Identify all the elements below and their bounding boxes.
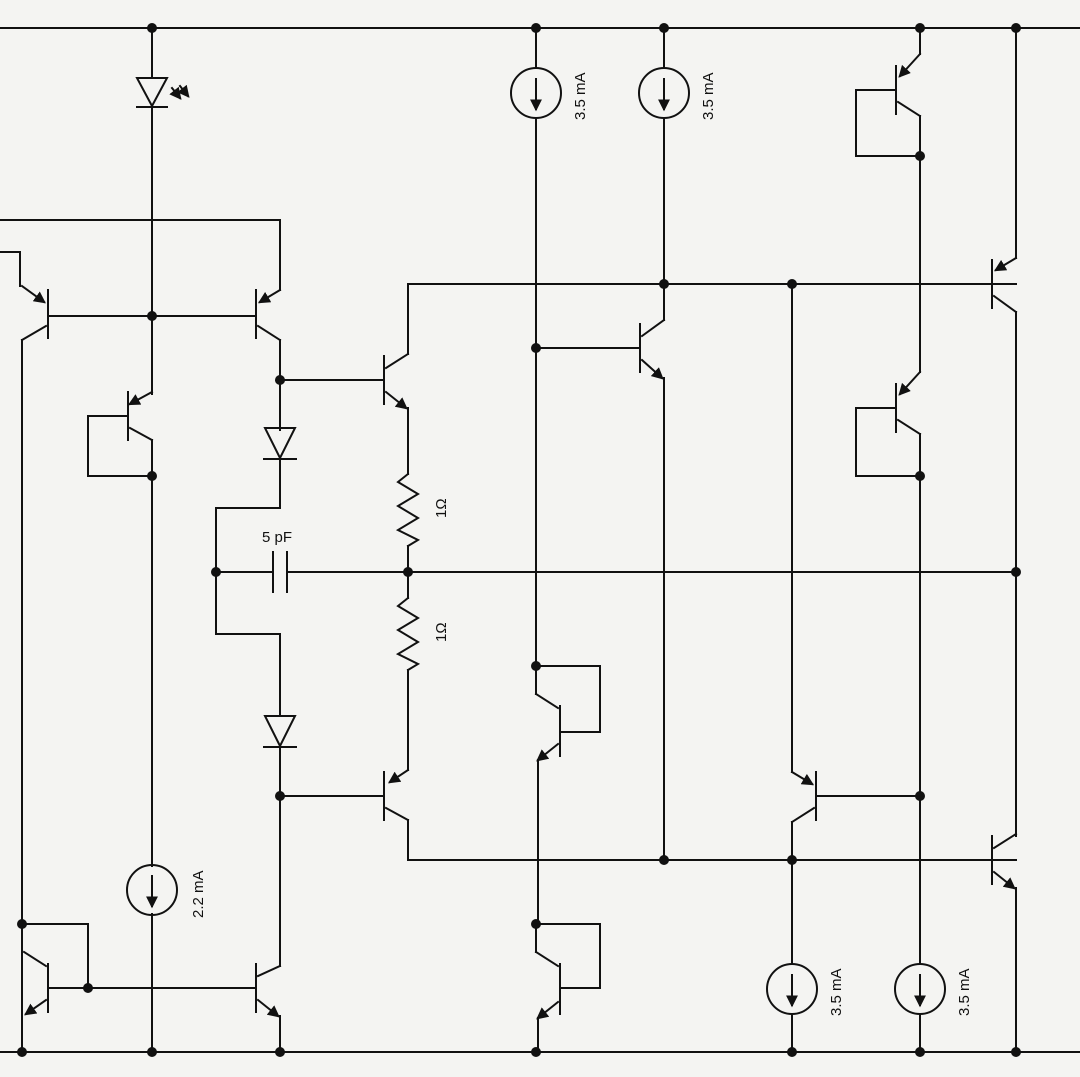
column-920 bbox=[855, 27, 946, 1053]
bottom-left-mirror bbox=[21, 923, 282, 1053]
current-source-top-2 bbox=[638, 67, 690, 119]
driver-stage bbox=[279, 283, 1017, 861]
led-bias-branch bbox=[87, 27, 190, 1053]
current-source-2-2ma bbox=[126, 864, 178, 916]
label-capacitor: 5 pF bbox=[262, 529, 292, 546]
current-source-top-1 bbox=[510, 67, 562, 119]
current-source-bottom-1 bbox=[766, 963, 818, 1015]
column-664 bbox=[638, 27, 690, 861]
label-cs-top-1: 3.5 mA bbox=[572, 72, 589, 120]
column-536 bbox=[510, 27, 641, 1053]
current-source-bottom-2 bbox=[894, 963, 946, 1015]
output-stage bbox=[991, 27, 1018, 1053]
label-cs-bottom-2: 3.5 mA bbox=[956, 968, 973, 1016]
label-resistor-top: 1Ω bbox=[433, 498, 450, 518]
diode-bottom-icon bbox=[263, 715, 297, 749]
label-cs-left: 2.2 mA bbox=[190, 870, 207, 918]
led-icon bbox=[135, 77, 190, 109]
capacitor-icon bbox=[272, 551, 288, 593]
vbe-multiplier-network bbox=[215, 427, 1017, 967]
label-cs-bottom-1: 3.5 mA bbox=[828, 968, 845, 1016]
diode-top-icon bbox=[263, 427, 297, 461]
label-cs-top-2: 3.5 mA bbox=[700, 72, 717, 120]
input-stage bbox=[0, 219, 282, 1053]
label-resistor-bottom: 1Ω bbox=[433, 622, 450, 642]
resistor-top-icon bbox=[395, 472, 421, 548]
resistor-bottom-icon bbox=[395, 596, 421, 672]
bias-transistor bbox=[87, 390, 154, 477]
junction-dots bbox=[17, 23, 1021, 1057]
column-792 bbox=[766, 283, 921, 1053]
